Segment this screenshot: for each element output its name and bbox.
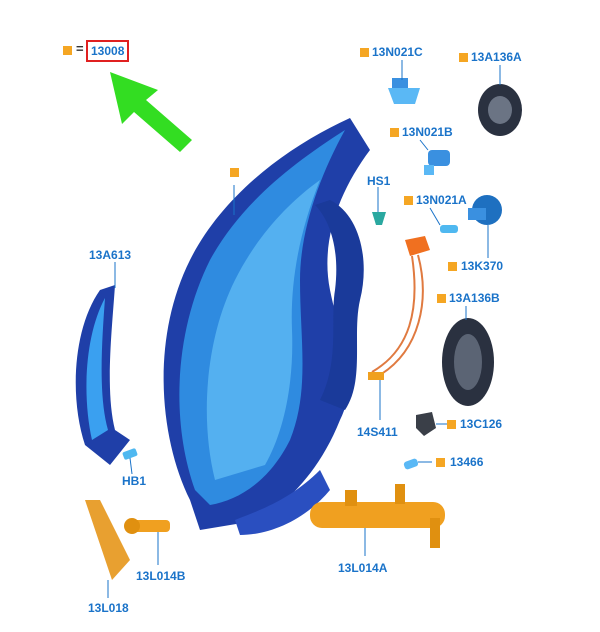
headlamp-assembly xyxy=(163,118,370,535)
marker-square-icon xyxy=(390,128,399,137)
marker-square-icon xyxy=(436,458,445,467)
bracket-13L014B xyxy=(124,518,170,534)
part-label-13A136A[interactable]: 13A136A xyxy=(471,50,522,64)
marker-square-icon xyxy=(437,294,446,303)
wiring-harness-14S411 xyxy=(368,236,430,380)
part-label-13N021A[interactable]: 13N021A xyxy=(416,193,467,207)
part-label-13C126[interactable]: 13C126 xyxy=(460,417,503,431)
washer-nozzle-13L014A xyxy=(310,484,445,548)
part-label-13L018[interactable]: 13L018 xyxy=(88,601,129,615)
green-arrow-icon xyxy=(110,72,192,152)
highlighted-part-number[interactable]: 13008 xyxy=(86,40,130,62)
bulb-13K370 xyxy=(468,195,502,225)
marker-square-icon xyxy=(459,53,468,62)
part-label-HS1[interactable]: HS1 xyxy=(367,174,391,188)
marker-square-icon xyxy=(404,196,413,205)
part-label-13N021C[interactable]: 13N021C xyxy=(372,45,423,59)
bulb-13N021A xyxy=(440,225,458,233)
part-label-HB1[interactable]: HB1 xyxy=(122,474,147,488)
part-label-13N021B[interactable]: 13N021B xyxy=(402,125,453,139)
grommet-13A136B xyxy=(442,318,494,406)
part-label-13K370[interactable]: 13K370 xyxy=(461,259,504,273)
marker-square-icon xyxy=(360,48,369,57)
marker-square-icon xyxy=(63,46,72,55)
grommet-13A136A xyxy=(478,84,522,136)
light-guide-13A613 xyxy=(75,285,130,465)
marker-square-icon xyxy=(448,262,457,271)
part-label-13466[interactable]: 13466 xyxy=(450,455,484,469)
part-label-13L014A[interactable]: 13L014A xyxy=(338,561,388,575)
side-reflector-13L018 xyxy=(85,500,130,580)
bulb-HB1 xyxy=(122,448,138,460)
part-label-13A613[interactable]: 13A613 xyxy=(89,248,132,262)
marker-square-icon xyxy=(230,168,239,177)
bulb-HS1 xyxy=(372,212,386,225)
part-label-14S411[interactable]: 14S411 xyxy=(357,425,398,439)
bulb-13N021B xyxy=(424,150,450,175)
part-label-13A136B[interactable]: 13A136B xyxy=(449,291,500,305)
leader-lines xyxy=(107,60,501,598)
bulb-13466 xyxy=(403,458,419,470)
connector-13C126 xyxy=(416,412,436,436)
part-label-13L014B[interactable]: 13L014B xyxy=(136,569,186,583)
bulb-13N021C xyxy=(388,78,420,104)
marker-square-icon xyxy=(447,420,456,429)
legend-equals: = xyxy=(76,41,84,56)
